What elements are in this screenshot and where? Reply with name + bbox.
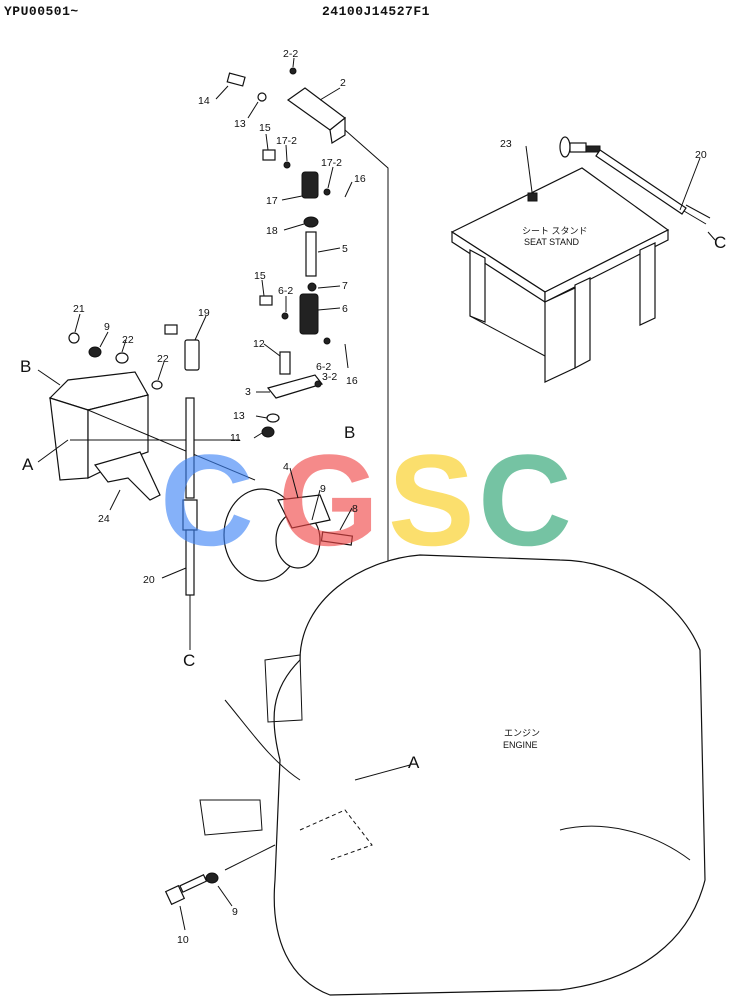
callout-17: 17 bbox=[266, 195, 278, 207]
header-drawing-number: 24100J14527F1 bbox=[322, 4, 430, 19]
callout-10: 10 bbox=[177, 934, 189, 946]
callout-23: 23 bbox=[500, 138, 512, 150]
callout-18: 18 bbox=[266, 225, 278, 237]
seat-stand-label-jp: シート スタンド bbox=[522, 226, 588, 236]
ref-a-engine: A bbox=[408, 753, 420, 772]
callout-15: 15 bbox=[259, 122, 271, 134]
callout-2-2: 2-2 bbox=[283, 48, 298, 60]
callout-21: 21 bbox=[73, 303, 85, 315]
callout-24: 24 bbox=[98, 513, 110, 525]
callout-6: 6 bbox=[342, 303, 348, 315]
bolt-washer bbox=[164, 844, 276, 906]
governor-assembly bbox=[223, 488, 354, 582]
engine: エンジン ENGINE bbox=[199, 554, 706, 996]
ref-b-left: B bbox=[20, 357, 31, 376]
callout-9: 9 bbox=[320, 483, 326, 495]
left-bracket bbox=[48, 324, 256, 501]
callout-20: 20 bbox=[143, 574, 155, 586]
callout-22: 22 bbox=[157, 353, 169, 365]
callout-17-2: 17-2 bbox=[321, 157, 342, 169]
ref-c-right: C bbox=[714, 233, 726, 252]
throttle-cable-upper bbox=[559, 136, 711, 225]
callout-13: 13 bbox=[234, 118, 246, 130]
engine-label-jp: エンジン bbox=[504, 728, 540, 738]
callout-12: 12 bbox=[253, 338, 265, 350]
callout-6-2: 6-2 bbox=[278, 285, 293, 297]
watermark: C G S C bbox=[160, 427, 572, 573]
seat-stand-label-en: SEAT STAND bbox=[524, 237, 580, 247]
callout-2: 2 bbox=[340, 77, 346, 89]
reference-letters: B A B C C A bbox=[20, 233, 726, 772]
bracket-linkage bbox=[226, 67, 420, 719]
engine-label-en: ENGINE bbox=[503, 740, 538, 750]
callout-3-2: 3-2 bbox=[322, 371, 337, 383]
callout-3: 3 bbox=[245, 386, 251, 398]
callout-20: 20 bbox=[695, 149, 707, 161]
callout-19: 19 bbox=[198, 307, 210, 319]
callout-16: 16 bbox=[346, 375, 358, 387]
callout-13: 13 bbox=[233, 410, 245, 422]
watermark-letter: G bbox=[278, 427, 379, 573]
watermark-letter: C bbox=[160, 427, 254, 573]
callout-7: 7 bbox=[342, 280, 348, 292]
callout-11: 11 bbox=[230, 432, 241, 444]
callout-15: 15 bbox=[254, 270, 266, 282]
ref-c-bottom: C bbox=[183, 651, 195, 670]
callout-4: 4 bbox=[283, 461, 289, 473]
watermark-letter: C bbox=[478, 427, 572, 573]
ref-b-right: B bbox=[344, 423, 355, 442]
header-serial: YPU00501~ bbox=[4, 4, 79, 19]
callout-8: 8 bbox=[352, 503, 358, 515]
callout-14: 14 bbox=[198, 95, 210, 107]
watermark-letter: S bbox=[388, 427, 475, 573]
leader-lines bbox=[37, 57, 716, 931]
callout-9: 9 bbox=[104, 321, 110, 333]
label-plate-23 bbox=[527, 192, 538, 202]
ref-a-left: A bbox=[22, 455, 34, 474]
seat-stand: シート スタンド SEAT STAND bbox=[450, 167, 670, 383]
callouts: 14 13 2-2 2 15 17-2 17-2 16 17 18 5 15 6… bbox=[73, 48, 707, 946]
callout-9: 9 bbox=[232, 906, 238, 918]
callout-6-2: 6-2 bbox=[316, 361, 331, 373]
callout-22: 22 bbox=[122, 334, 134, 346]
callout-17-2: 17-2 bbox=[276, 135, 297, 147]
callout-5: 5 bbox=[342, 243, 348, 255]
callout-16: 16 bbox=[354, 173, 366, 185]
